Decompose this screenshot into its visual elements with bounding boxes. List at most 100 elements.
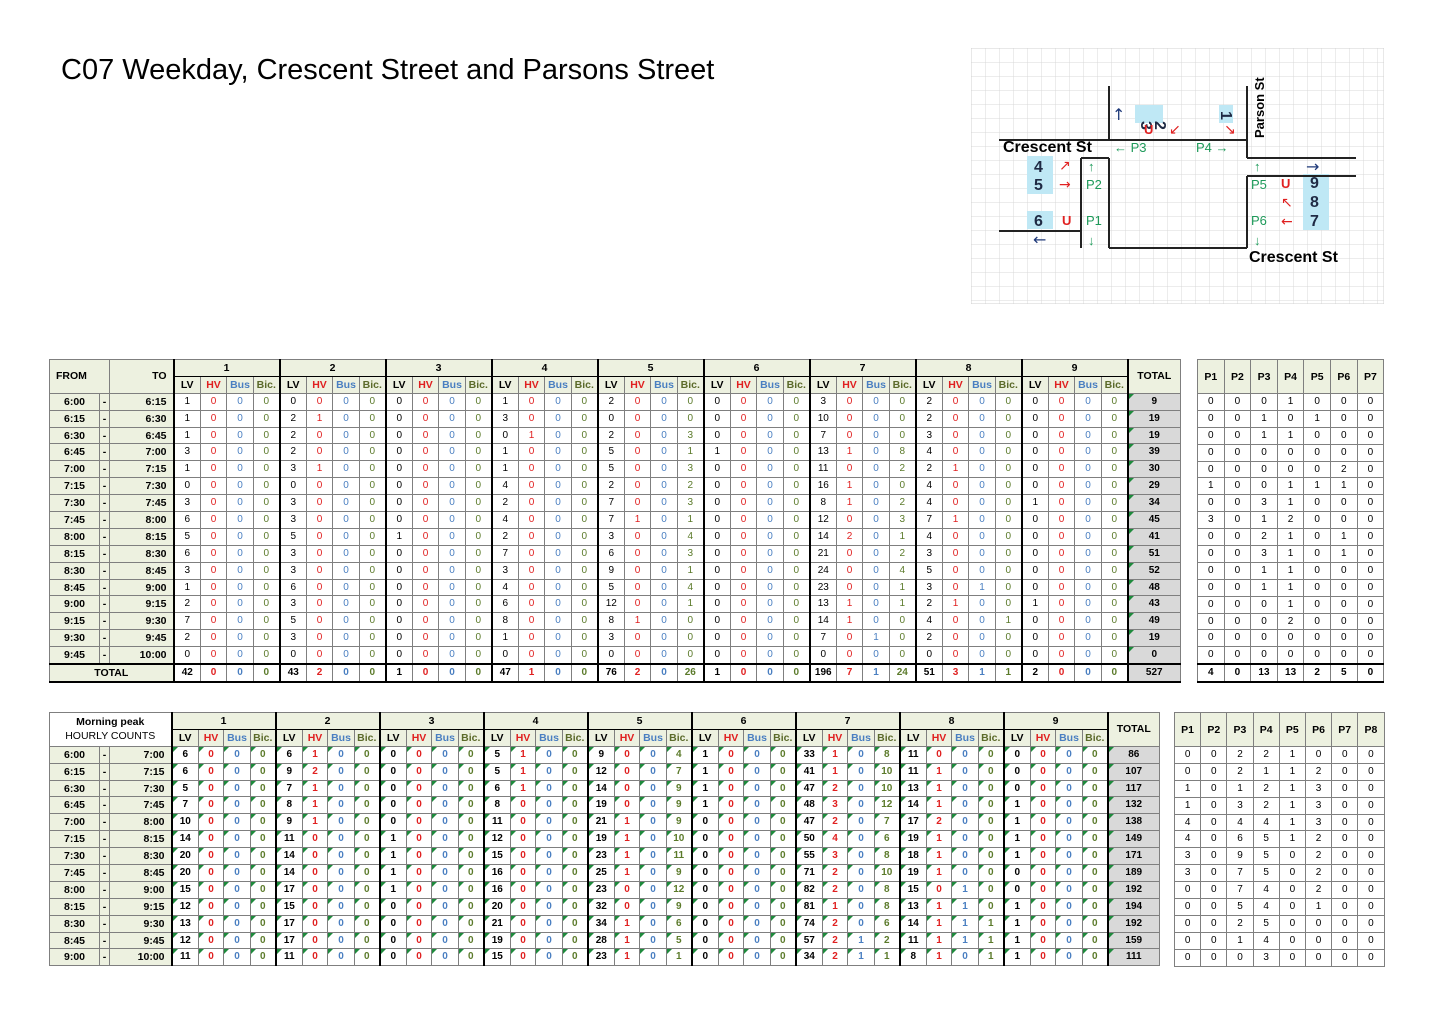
count-cell: 0	[951, 796, 979, 815]
ped-cell: 0	[1173, 881, 1202, 900]
count-cell: 0	[783, 494, 810, 513]
ped-cell: 0	[1356, 612, 1385, 631]
uturn-mark-north: U	[1144, 122, 1153, 137]
count-cell: 0	[253, 443, 280, 462]
count-cell: 34	[794, 948, 823, 967]
count-cell: 0	[253, 646, 280, 665]
ped-cell: 4	[1173, 830, 1202, 849]
count-cell: 0	[1074, 494, 1102, 513]
ped-cell: 0	[1197, 460, 1225, 479]
count-cell: 0	[253, 527, 280, 546]
ped-cell: 0	[1357, 898, 1385, 916]
count-cell: 0	[332, 443, 360, 462]
count-cell: 0	[250, 948, 276, 967]
count-cell: 0	[378, 796, 407, 815]
count-cell: 0	[198, 864, 224, 882]
count-cell: 0	[1101, 561, 1128, 580]
time-to: 7:15	[109, 460, 174, 479]
subheader-8-lv: LV	[898, 728, 927, 747]
count-cell: 1	[1002, 830, 1031, 849]
count-cell: 0	[650, 477, 678, 496]
count-cell: 0	[431, 914, 459, 933]
count-cell: 11	[482, 813, 511, 832]
count-cell: 10	[874, 779, 900, 798]
count-cell: 7	[596, 494, 625, 513]
count-cell: 0	[431, 880, 459, 899]
count-cell: 0	[200, 426, 227, 445]
count-cell: 0	[862, 578, 890, 597]
count-cell: 0	[562, 779, 588, 798]
ped-cell: 2	[1252, 746, 1280, 764]
count-cell: 0	[518, 578, 545, 597]
count-cell: 0	[968, 392, 996, 411]
count-cell: 0	[730, 392, 757, 411]
count-cell: 1	[378, 847, 407, 866]
count-cell: 0	[639, 779, 667, 798]
count-cell: 0	[718, 830, 744, 849]
count-cell: 0	[354, 762, 380, 781]
count-cell: 0	[1030, 864, 1056, 882]
time-from: 8:30	[49, 914, 100, 933]
count-cell: 0	[730, 561, 757, 580]
count-cell: 5	[914, 561, 943, 580]
count-cell: 0	[359, 527, 386, 546]
count-cell: 0	[624, 578, 651, 597]
count-cell: 0	[690, 880, 719, 899]
count-cell: 0	[1030, 897, 1056, 916]
count-cell: 0	[639, 914, 667, 933]
count-cell: 0	[327, 813, 355, 832]
count-cell: 0	[1048, 527, 1075, 546]
row-total: 132	[1106, 796, 1160, 815]
count-cell: 0	[458, 931, 484, 950]
subheader-9-lv: LV	[1020, 375, 1049, 394]
ped-cell: 3	[1197, 511, 1225, 530]
count-cell: 0	[332, 527, 360, 546]
count-cell: 0	[770, 762, 796, 781]
count-cell: 0	[465, 511, 492, 529]
count-cell: 0	[200, 511, 227, 529]
count-cell: 0	[1074, 527, 1102, 546]
time-to: 6:15	[109, 392, 174, 411]
count-cell: 0	[783, 578, 810, 597]
count-cell: 0	[378, 931, 407, 950]
count-cell: 0	[702, 426, 731, 445]
count-cell: 2	[172, 629, 201, 648]
count-cell: 0	[198, 948, 224, 967]
count-cell: 0	[250, 931, 276, 950]
ped-cell: 0	[1331, 813, 1359, 832]
count-cell: 0	[412, 443, 439, 462]
count-cell: 0	[836, 409, 863, 428]
count-cell: 7	[808, 426, 837, 445]
count-cell: 2	[822, 931, 848, 950]
movement-9-label: 9	[1310, 175, 1319, 192]
total-cell: 2	[624, 663, 651, 683]
count-cell: 0	[702, 544, 731, 563]
ped-header-p7: P7	[1356, 359, 1385, 394]
ped-cell: 0	[1223, 612, 1252, 631]
count-cell: 20	[170, 847, 199, 866]
count-cell: 0	[718, 880, 744, 899]
ped-cell: 2	[1252, 779, 1280, 798]
ped-cell: 0	[1197, 393, 1225, 411]
row-total: 111	[1106, 948, 1160, 967]
ped-total-cell: 0	[1356, 663, 1385, 684]
crossing-p3: ← P3	[1114, 140, 1147, 155]
count-cell: 1	[306, 460, 333, 479]
count-cell: 0	[690, 847, 719, 866]
count-cell: 0	[1030, 830, 1056, 849]
ped-cell: 0	[1304, 948, 1333, 967]
count-cell: 0	[1048, 595, 1075, 614]
time-to: 7:00	[109, 443, 174, 462]
count-cell: 0	[756, 612, 784, 631]
count-cell: 0	[226, 612, 254, 631]
ped-cell: 0	[1304, 746, 1333, 764]
count-cell: 3	[490, 561, 519, 580]
count-cell: 0	[544, 443, 572, 462]
count-cell: 0	[384, 595, 413, 614]
row-total: 19	[1126, 409, 1181, 428]
total-cell: 0	[544, 663, 572, 683]
count-cell: 0	[1074, 595, 1102, 614]
